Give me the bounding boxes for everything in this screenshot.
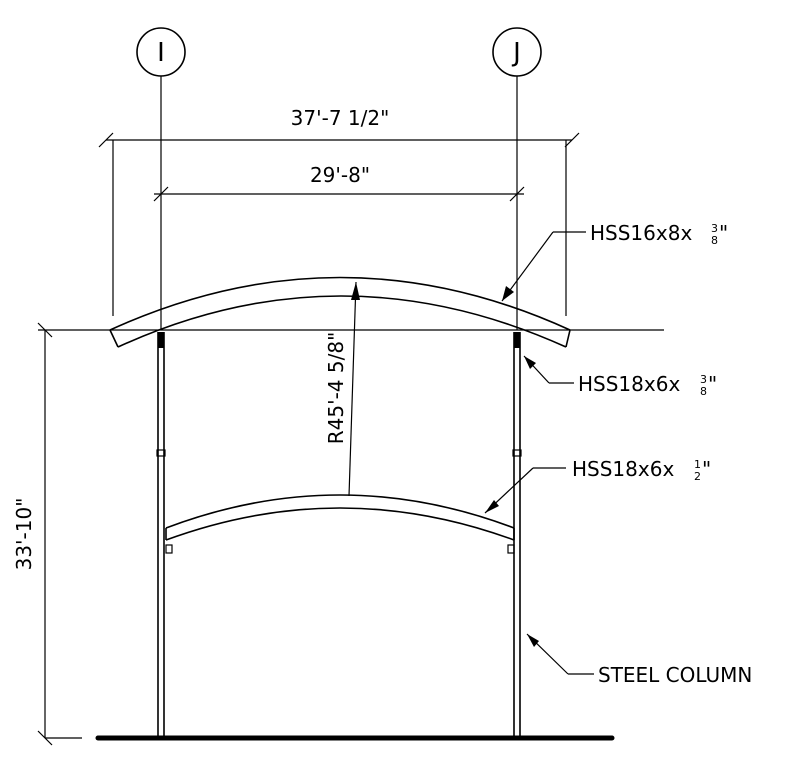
callout-upper-arch-suffix: " (719, 221, 728, 245)
column-cap-right (514, 332, 520, 348)
height-dimension: 33'-10" (12, 322, 82, 746)
column-connection-left (156, 449, 166, 457)
overall-width-dimension: 37'-7 1/2" (98, 106, 580, 316)
steel-column-right (512, 332, 522, 738)
lower-arch-member (165, 494, 515, 554)
upper-arch-member (109, 276, 571, 348)
overall-width-label: 37'-7 1/2" (291, 106, 390, 130)
callout-steel-column: STEEL COLUMN (526, 633, 752, 687)
column-spacing-label: 29'-8" (310, 163, 370, 187)
callout-lower-arch-text: HSS18x6x (572, 457, 674, 481)
callout-knee-member-frac-num: 3 (700, 373, 707, 386)
callout-upper-arch-frac-den: 8 (711, 234, 718, 247)
column-cap-left (158, 332, 164, 348)
callout-knee-member-frac-den: 8 (700, 385, 707, 398)
column-connection-right (512, 449, 522, 457)
grid-label-j: J (511, 38, 521, 68)
lower-arch-clip-right (507, 544, 515, 554)
callout-steel-column-text: STEEL COLUMN (598, 663, 752, 687)
callout-upper-arch: HSS16x8x 3 8 " (501, 221, 728, 302)
callout-knee-member-text: HSS18x6x (578, 372, 680, 396)
callout-lower-arch-frac-num: 1 (694, 458, 701, 471)
callout-lower-arch-suffix: " (702, 457, 711, 481)
grid-bubble-i: I (136, 27, 186, 77)
callout-upper-arch-text: HSS16x8x (590, 221, 692, 245)
lower-arch-clip-left (165, 544, 173, 554)
callout-lower-arch: HSS18x6x 1 2 " (484, 457, 711, 514)
callout-upper-arch-frac-num: 3 (711, 222, 718, 235)
callout-knee-member-suffix: " (708, 372, 717, 396)
callout-lower-arch-frac-den: 2 (694, 470, 701, 483)
radius-dimension: R45'-4 5/8" (324, 281, 360, 497)
grid-bubble-j: J (492, 27, 542, 77)
steel-column-left (156, 332, 166, 738)
radius-label: R45'-4 5/8" (324, 332, 348, 445)
callout-knee-member: HSS18x6x 3 8 " (523, 355, 717, 398)
grid-label-i: I (157, 38, 165, 68)
column-spacing-dimension: 29'-8" (153, 163, 525, 202)
height-label: 33'-10" (12, 498, 36, 571)
